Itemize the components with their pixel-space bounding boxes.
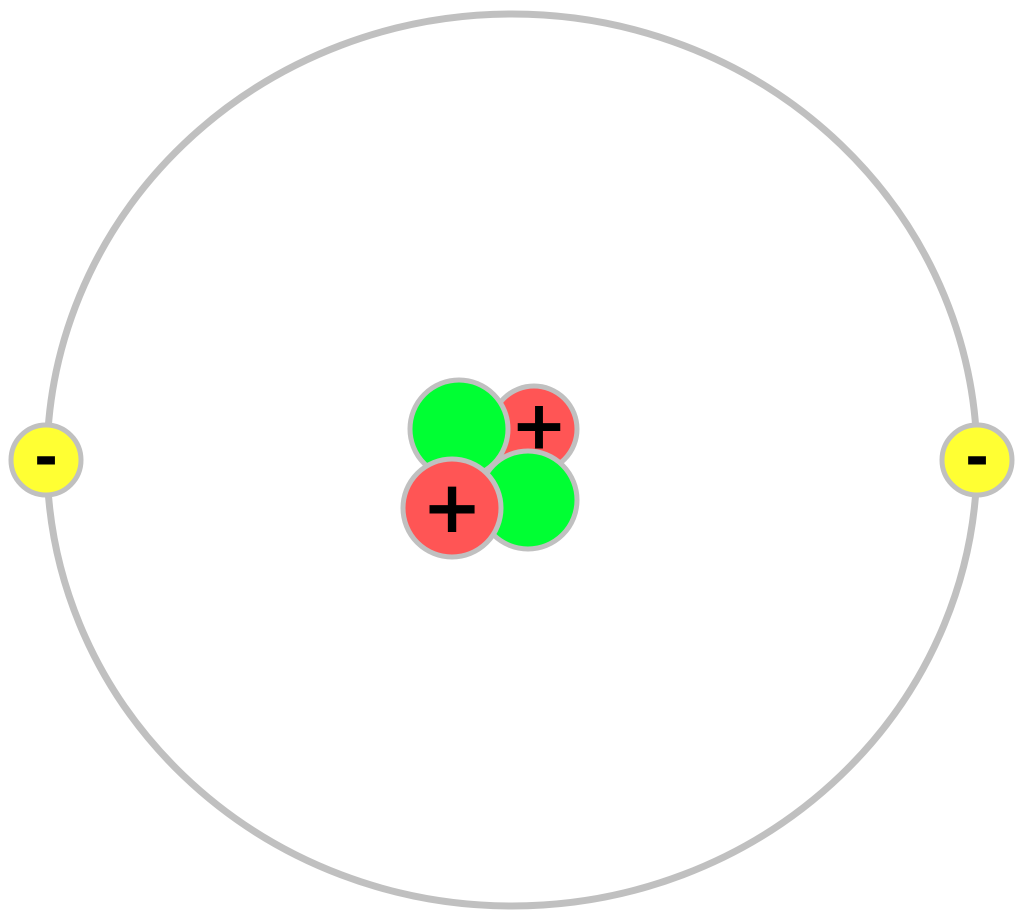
proton-2-body <box>400 456 504 560</box>
electron-left-minus-sign: - <box>34 423 58 491</box>
electron-right-body <box>939 422 1015 498</box>
proton-2-plus-sign: + <box>422 465 482 549</box>
electron-right: - <box>939 422 1015 498</box>
electron-left-body <box>8 422 84 498</box>
electron-right-minus-sign: - <box>965 423 989 491</box>
nucleus: + + <box>400 377 580 560</box>
proton-2: + <box>400 456 504 560</box>
electron-left: - <box>8 422 84 498</box>
proton-1: + <box>488 383 580 475</box>
